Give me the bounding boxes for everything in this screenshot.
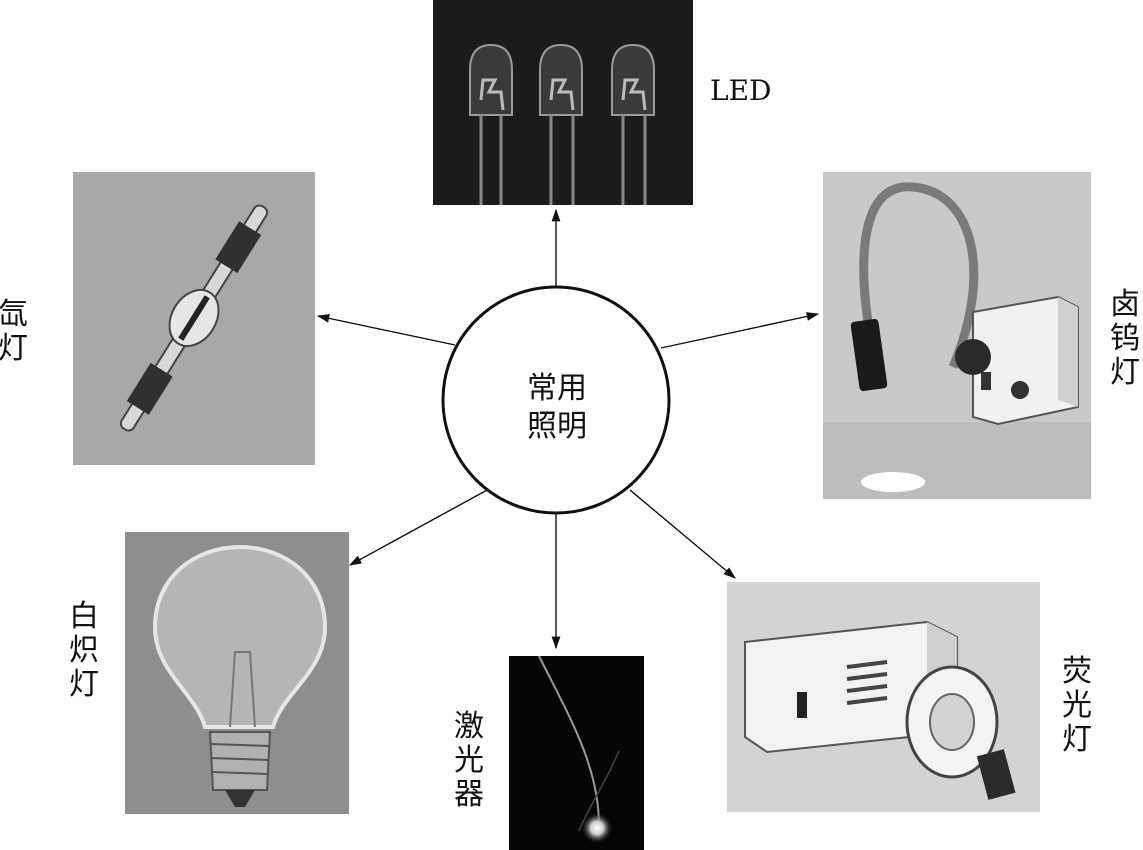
label-fluorescent: 荧光灯 <box>1062 654 1092 757</box>
light-bulb-photo <box>125 532 349 814</box>
arrow-to-xenon <box>316 314 456 346</box>
xenon-lamp-photo <box>73 172 315 465</box>
arrow-to-fluorescent <box>629 489 736 579</box>
center-title-line2: 照明 <box>527 409 587 444</box>
center-circle <box>441 285 671 515</box>
center-title-line1: 常用 <box>527 371 587 406</box>
label-incandescent: 白炽灯 <box>69 599 99 702</box>
label-led: LED <box>710 74 772 107</box>
arrow-to-halogen <box>660 312 820 349</box>
label-xenon: 氙灯 <box>0 297 28 366</box>
ring-light-photo <box>727 582 1040 812</box>
label-laser: 激光器 <box>454 709 484 812</box>
led-photo <box>433 0 693 205</box>
arrow-to-incandescent <box>348 488 490 566</box>
center-title: 常用 照明 <box>507 370 607 446</box>
label-halogen: 卤钨灯 <box>1110 287 1140 390</box>
halogen-fiber-light-photo <box>823 172 1091 499</box>
laser-photo <box>509 656 644 850</box>
